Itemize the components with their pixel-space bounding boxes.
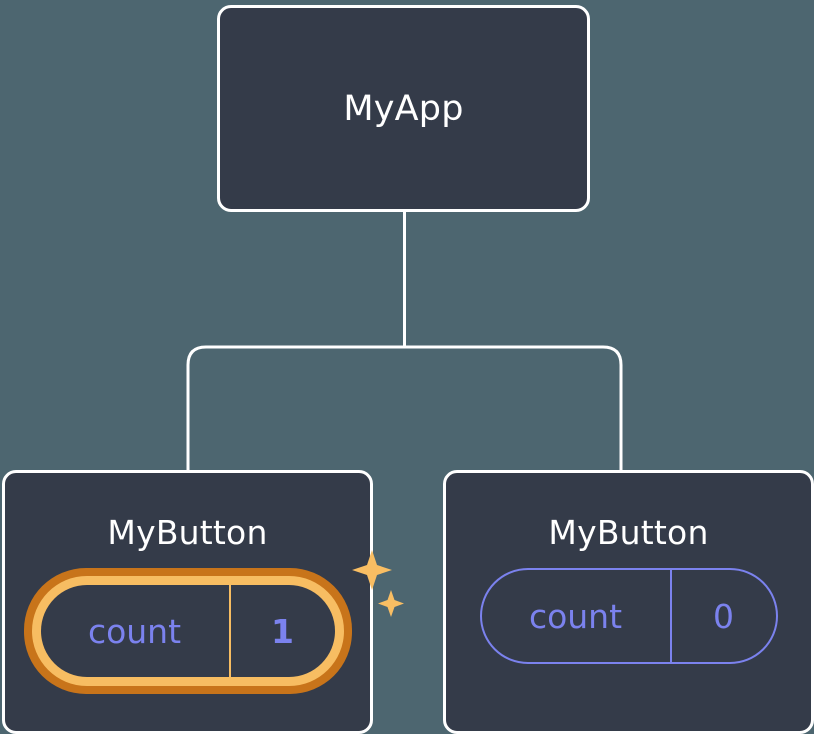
state-key: count: [528, 596, 623, 636]
state-value: 0: [669, 570, 776, 662]
node-title: MyApp: [343, 88, 464, 129]
state-pill-highlighted-wrap: count 1: [23, 550, 404, 694]
node-mybutton-2[interactable]: MyButton count 0: [443, 470, 814, 734]
state-pill-inner-ring: count 1: [31, 576, 344, 686]
state-pill-outer-ring: count 1: [23, 568, 352, 694]
state-pill-wrap: count 0: [479, 568, 778, 664]
sparkle-large-icon: [351, 550, 392, 590]
state-pill[interactable]: count 0: [479, 568, 778, 664]
node-title: MyButton: [548, 513, 709, 552]
sparkle-small-icon: [377, 590, 404, 617]
node-mybutton-1[interactable]: MyButton count 1: [2, 470, 404, 734]
state-key: count: [87, 611, 182, 651]
node-title: MyButton: [107, 513, 268, 552]
state-value: 1: [228, 585, 335, 677]
sparkle-group: [351, 550, 404, 617]
connector-branch-bar: [186, 345, 623, 470]
state-pill-highlighted[interactable]: count 1: [40, 585, 335, 677]
node-myapp[interactable]: MyApp: [217, 5, 590, 212]
